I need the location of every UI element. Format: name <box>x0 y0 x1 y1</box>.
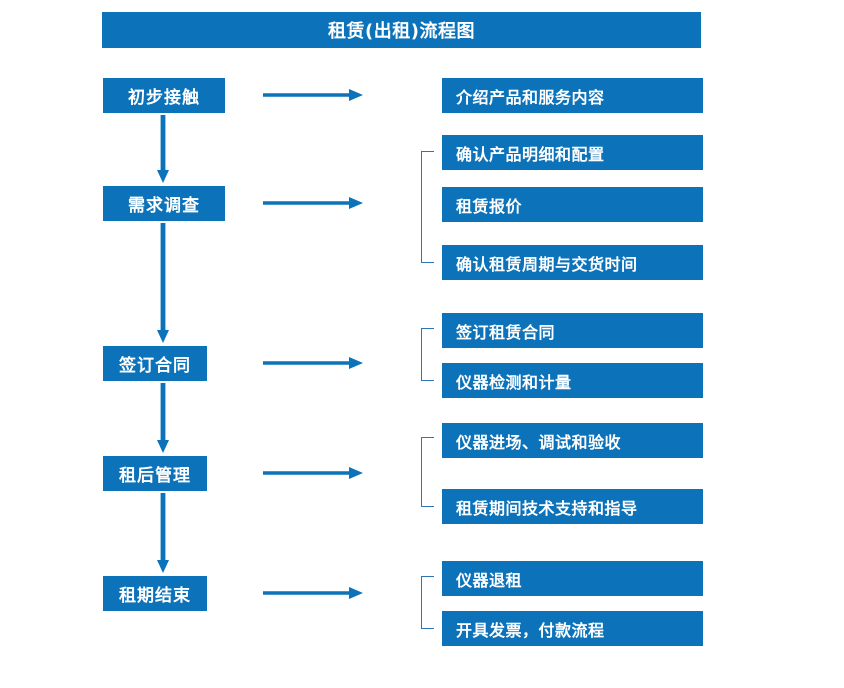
stage-box-初步接触[interactable]: 初步接触 <box>103 78 225 113</box>
arrow-down-签订合同-to-租后管理 <box>156 383 170 453</box>
arrow-right-需求调查 <box>263 196 363 210</box>
arrow-down-初步接触-to-需求调查 <box>156 115 170 183</box>
detail-box-仪器进场调试和验收[interactable]: 仪器进场、调试和验收 <box>442 423 703 458</box>
detail-box-确认租赁周期与交货时间[interactable]: 确认租赁周期与交货时间 <box>442 245 703 280</box>
bracket-租期结束-group <box>421 576 434 629</box>
detail-box-开具发票付款流程[interactable]: 开具发票，付款流程 <box>442 611 703 646</box>
arrow-right-初步接触 <box>263 88 363 102</box>
arrow-right-租期结束 <box>263 586 363 600</box>
detail-box-仪器检测和计量[interactable]: 仪器检测和计量 <box>442 363 703 398</box>
arrow-right-租后管理 <box>263 466 363 480</box>
stage-box-租后管理[interactable]: 租后管理 <box>103 456 207 491</box>
arrow-down-需求调查-to-签订合同 <box>156 223 170 343</box>
stage-box-租期结束[interactable]: 租期结束 <box>103 576 207 611</box>
detail-box-签订租赁合同[interactable]: 签订租赁合同 <box>442 313 703 348</box>
arrow-down-租后管理-to-租期结束 <box>156 493 170 573</box>
detail-box-仪器退租[interactable]: 仪器退租 <box>442 561 703 596</box>
bracket-需求调查-group <box>421 151 434 263</box>
bracket-租后管理-group <box>421 437 434 507</box>
arrow-right-签订合同 <box>263 356 363 370</box>
stage-box-需求调查[interactable]: 需求调查 <box>103 186 225 221</box>
detail-box-租赁报价[interactable]: 租赁报价 <box>442 187 703 222</box>
detail-box-租赁期间技术支持和指导[interactable]: 租赁期间技术支持和指导 <box>442 489 703 524</box>
detail-box-介绍产品和服务内容[interactable]: 介绍产品和服务内容 <box>442 78 703 113</box>
detail-box-确认产品明细和配置[interactable]: 确认产品明细和配置 <box>442 135 703 170</box>
bracket-签订合同-group <box>421 328 434 381</box>
page-title: 租赁(出租)流程图 <box>102 12 701 48</box>
stage-box-签订合同[interactable]: 签订合同 <box>103 346 207 381</box>
